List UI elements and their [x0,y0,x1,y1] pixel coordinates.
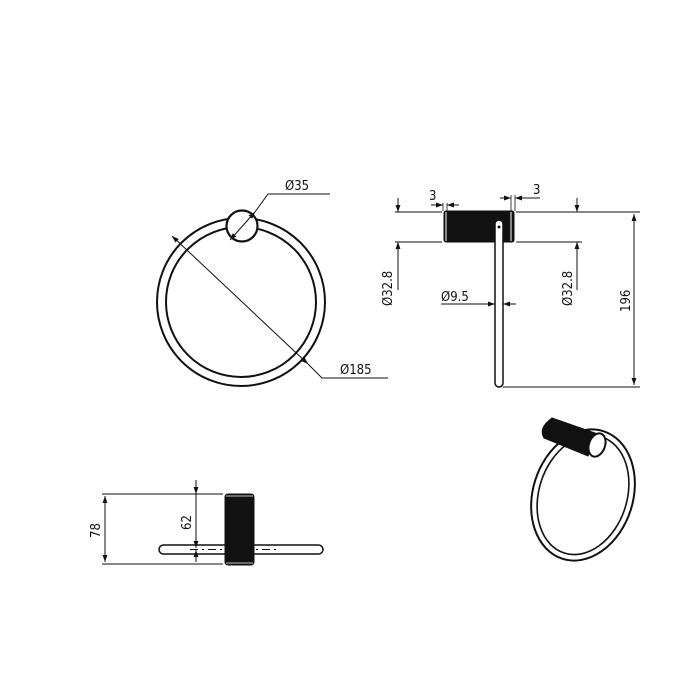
ring-outer [156,217,326,387]
dim-total-height: 196 [619,290,634,312]
dim-rod-diameter: Ø9.5 [441,290,469,305]
front-view [156,193,388,387]
dim-gap-right: 3 [533,183,540,198]
iso-mount-body [541,417,599,457]
dim-mount-diameter: Ø35 [285,179,309,194]
top-view [102,480,324,566]
dim-gap-left: 3 [429,189,436,204]
dim-mount-diameter-left: Ø32.8 [381,271,396,306]
mount-block-top [224,493,255,566]
side-view [395,195,640,388]
iso-mount-face [587,432,607,458]
iso-ring-outer [530,428,636,562]
ring-inner [165,226,317,378]
rod [494,219,504,388]
isometric-view [530,417,636,562]
dim-ring-diameter: Ø185 [340,363,372,378]
dim-mount-diameter-right: Ø32.8 [561,271,576,306]
dim-depth-total: 78 [89,523,104,538]
dim-depth-center: 62 [180,515,195,530]
